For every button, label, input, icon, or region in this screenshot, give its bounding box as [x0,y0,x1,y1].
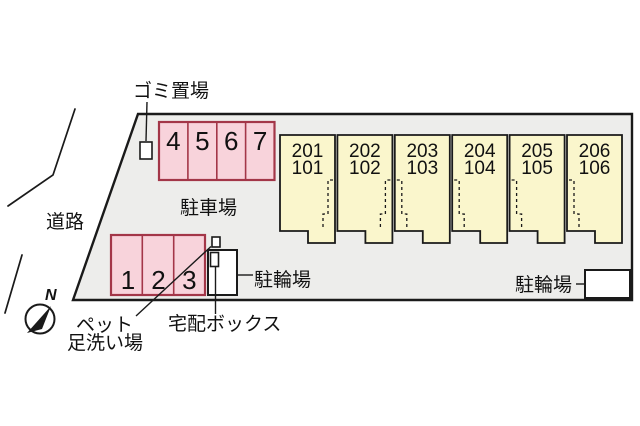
pet-wash-label-line1: ペット [76,315,133,336]
pet-wash-box [211,236,221,248]
unit-number-upper: 201 [292,141,324,162]
parking-space-number: 6 [224,126,238,156]
garbage-leader-line [145,101,148,142]
building-unit [336,134,394,244]
building-unit [279,134,336,244]
unit-entry-dashes [454,179,465,230]
unit-number-upper: 205 [521,141,553,162]
unit-number-lower: 106 [579,158,611,179]
unit-entry-dashes [511,179,523,230]
unit-numbers: 201 101 202 102 203 103 204 104 205 105 … [292,141,611,179]
unit-number-upper: 206 [579,141,611,162]
text-labels: ゴミ置場 道路 駐車場 ペット 足洗い場 宅配ボックス 駐輪場 駐輪場 [46,80,572,354]
parking-space-number: 7 [253,126,267,156]
parking-space-number: 3 [182,265,196,295]
delivery-box-unit [209,251,220,268]
unit-number-lower: 101 [292,158,324,179]
pet-wash-label-line2: 足洗い場 [67,332,143,354]
unit-number-lower: 102 [349,158,381,179]
unit-number-lower: 105 [521,158,553,179]
north-label: N [45,287,57,304]
parking-space-numbers: 1 2 3 [121,265,197,295]
compass-needle [27,306,51,333]
unit-entry-dashes [379,179,391,230]
unit-number-upper: 204 [464,141,496,162]
building-unit [566,134,623,244]
parking-row-bottom-outline [109,233,207,297]
building-unit [393,134,451,244]
road-line [4,254,23,314]
parking-lot-label: 駐車場 [180,197,237,219]
road-line [7,108,76,207]
parking-row-top: 4 5 6 7 [157,120,276,182]
bicycle-right-label: 駐輪場 [515,274,572,296]
building: 201 101 202 102 203 103 204 104 205 105 … [279,134,623,244]
unit-number-lower: 104 [464,158,496,179]
unit-entry-dashes [569,179,580,230]
parking-space-number: 1 [121,265,135,295]
unit-number-upper: 202 [349,141,381,162]
road-lines [4,108,76,314]
bicycle-left-label: 駐輪場 [254,269,311,291]
leader-lines [135,101,586,317]
road-label: 道路 [46,211,84,233]
building-unit [508,134,566,244]
delivery-box-label: 宅配ボックス [168,313,281,335]
bicycle-parking-box-right [584,269,631,299]
parking-row-bottom: 1 2 3 [109,233,207,297]
pet-wash-leader-line [135,245,212,317]
compass: N [24,287,57,335]
parking-space-numbers: 4 5 6 7 [166,126,267,156]
parking-space-number: 4 [166,126,180,156]
unit-entry-dashes [396,179,408,230]
parking-space-number: 2 [151,265,165,295]
unit-number-lower: 103 [406,158,438,179]
unit-number-upper: 203 [406,141,438,162]
garbage-label: ゴミ置場 [133,80,209,102]
garbage-box [139,141,153,160]
parking-space-number: 5 [195,126,209,156]
unit-entry-dashes [322,179,333,230]
building-unit [451,134,509,244]
